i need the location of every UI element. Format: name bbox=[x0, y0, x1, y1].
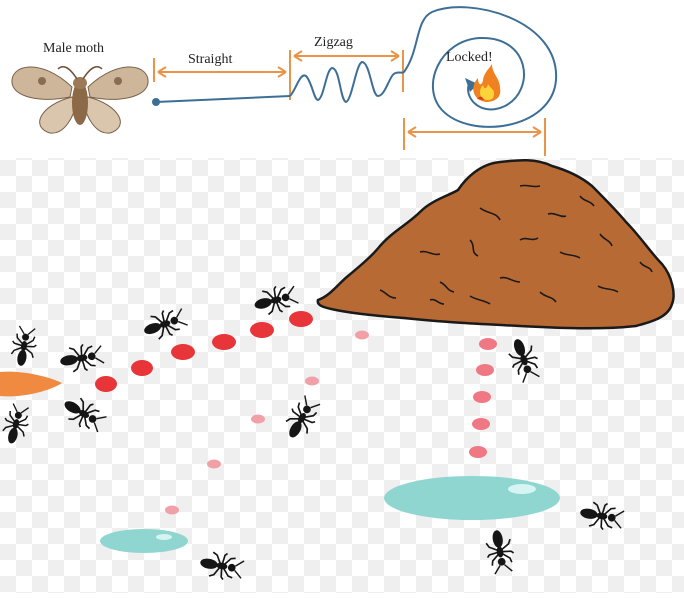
water-drop-small bbox=[100, 529, 188, 553]
water-drop-small-highlight bbox=[156, 534, 172, 540]
moth-icon bbox=[12, 67, 148, 133]
flame-icon bbox=[473, 64, 500, 102]
straight-label: Straight bbox=[188, 52, 232, 68]
path-start-dot bbox=[152, 98, 160, 106]
locked-bracket bbox=[404, 118, 545, 156]
zigzag-label: Zigzag bbox=[314, 35, 353, 51]
water-drop-large bbox=[384, 476, 560, 520]
water-drop-large-highlight bbox=[508, 484, 536, 494]
locked-label: Locked! bbox=[446, 50, 493, 66]
male-moth-label: Male moth bbox=[43, 41, 104, 57]
